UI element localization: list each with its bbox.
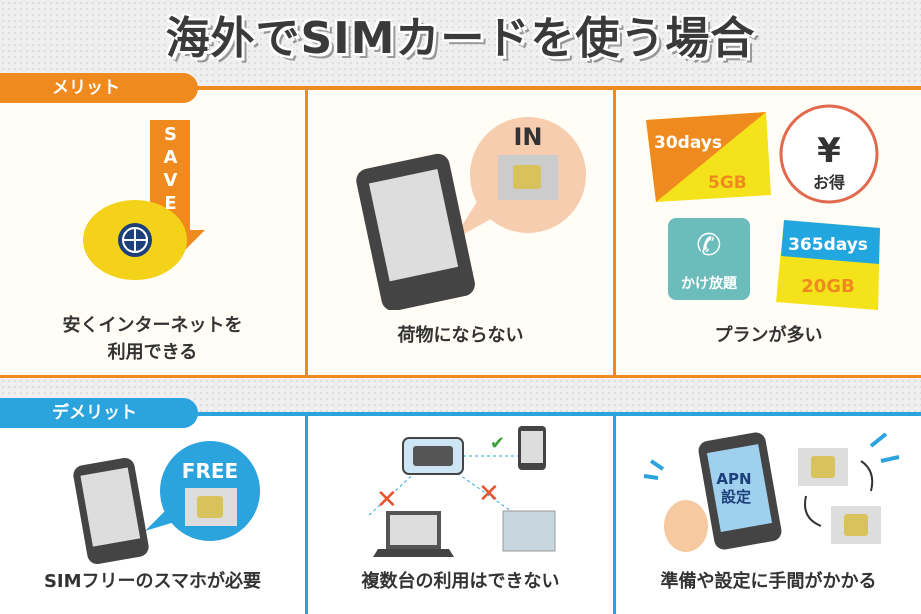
- in-badge: IN: [513, 123, 542, 151]
- plan1-days: 30days: [654, 133, 722, 153]
- caption: 荷物にならない: [397, 325, 524, 346]
- check-icon: ✔: [490, 433, 505, 454]
- plan2-data: 20GB: [801, 276, 855, 297]
- apn-label: APN: [716, 470, 751, 488]
- phone-sim-in-icon: IN: [356, 117, 586, 310]
- x-icon: ✕: [478, 479, 500, 509]
- caption-line1: 安くインターネットを: [62, 315, 243, 336]
- merit-many-plans: 30days 5GB ¥ お得 ✆ かけ放題 365days 20GB プランが…: [613, 90, 921, 375]
- caption: SIMフリーのスマホが必要: [43, 571, 262, 592]
- plan2-days: 365days: [788, 235, 868, 255]
- plan1-data: 5GB: [708, 173, 747, 193]
- yen-label: お得: [813, 173, 845, 192]
- plans-illustration: 30days 5GB ¥ お得 ✆ かけ放題 365days 20GB: [646, 104, 880, 310]
- free-badge: FREE: [182, 459, 238, 483]
- phone-call-icon: ✆: [696, 228, 721, 263]
- save-badge: SAVE: [160, 124, 181, 216]
- hand-icon: [664, 500, 708, 552]
- caption-line2: 利用できる: [107, 342, 198, 363]
- settings-label: 設定: [721, 488, 751, 506]
- phone-sim-free-icon: FREE: [73, 441, 260, 565]
- call-label: かけ放題: [681, 275, 738, 292]
- caption: 複数台の利用はできない: [361, 571, 560, 592]
- caption: 準備や設定に手間がかかる: [660, 571, 877, 592]
- apn-setup-illustration: APN 設定: [643, 432, 900, 552]
- yen-icon: ¥: [817, 131, 841, 171]
- caption: プランが多い: [714, 325, 823, 346]
- merit-section: SAVE 安くインターネットを利用できる IN 荷物にならない 30days 5…: [0, 86, 921, 378]
- demerit-section: FREE SIMフリーのスマホが必要 ✔ ✕ ✕ 複数台の利用はできない APN…: [0, 412, 921, 614]
- demerit-sim-free: FREE SIMフリーのスマホが必要: [0, 416, 305, 614]
- demerit-single-device: ✔ ✕ ✕ 複数台の利用はできない: [305, 416, 613, 614]
- devices-illustration: ✔ ✕ ✕: [367, 426, 556, 557]
- demerit-setup-effort: APN 設定 準備や設定に手間がかかる: [613, 416, 921, 614]
- x-icon: ✕: [376, 485, 398, 515]
- page-title: 海外でSIMカードを使う場合: [165, 13, 756, 64]
- coin-purse-save-icon: [83, 120, 205, 280]
- merit-no-luggage: IN 荷物にならない: [305, 90, 613, 375]
- merit-tab: メリット: [0, 73, 198, 103]
- merit-cheap-internet: SAVE 安くインターネットを利用できる: [0, 90, 305, 375]
- demerit-tab: デメリット: [0, 398, 198, 428]
